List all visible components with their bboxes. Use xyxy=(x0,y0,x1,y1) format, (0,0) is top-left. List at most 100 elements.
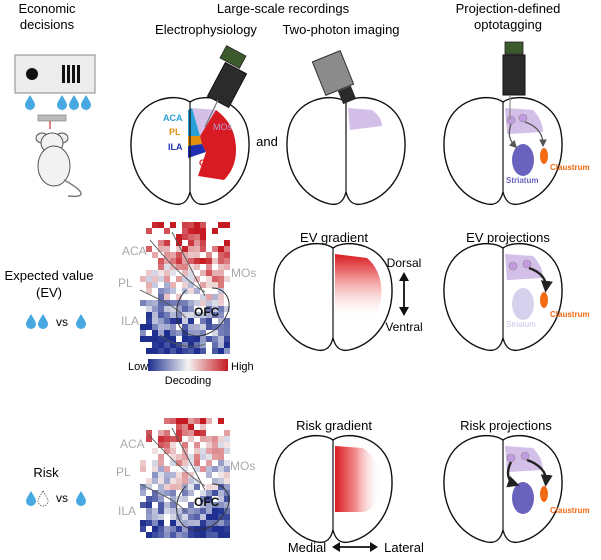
heatmap-cell xyxy=(170,418,176,424)
heatmap-cell xyxy=(188,306,194,312)
heatmap-cell xyxy=(158,324,164,330)
heatmap-cell xyxy=(164,436,170,442)
heatmap-cell xyxy=(158,532,164,538)
two-photon-objective xyxy=(311,50,357,105)
heatmap-cell xyxy=(206,270,212,276)
heatmap-cell xyxy=(194,484,200,490)
heatmap-cell xyxy=(158,258,164,264)
heatmap-cell xyxy=(152,300,158,306)
heatmap-cell xyxy=(194,508,200,514)
heatmap-cell xyxy=(200,424,206,430)
heatmap-cell xyxy=(158,508,164,514)
heatmap-cell xyxy=(176,514,182,520)
heatmap-cell xyxy=(200,336,206,342)
heatmap-cell xyxy=(170,490,176,496)
heatmap-cell xyxy=(170,520,176,526)
axis-ventral: Ventral xyxy=(385,320,422,334)
heatmap-cell xyxy=(158,222,164,228)
heatmap-cell xyxy=(206,258,212,264)
heatmap-cell xyxy=(194,312,200,318)
heatmap-cell xyxy=(170,526,176,532)
heatmap-cell xyxy=(170,288,176,294)
heatmap-cell xyxy=(188,424,194,430)
heatmap-cell xyxy=(188,418,194,424)
heatmap-cell xyxy=(224,496,230,502)
heatmap-cell xyxy=(188,490,194,496)
heatmap-cell xyxy=(140,460,146,466)
header-large-scale: Large-scale recordings xyxy=(217,1,350,16)
heatmap-cell xyxy=(218,330,224,336)
heatmap-cell xyxy=(164,270,170,276)
heatmap-cell xyxy=(152,312,158,318)
heatmap-cell xyxy=(176,436,182,442)
heatmap-cell xyxy=(152,472,158,478)
heatmap-cell xyxy=(182,514,188,520)
heatmap-cell xyxy=(200,348,206,354)
heatmap-cell xyxy=(212,436,218,442)
heatmap-cell xyxy=(158,472,164,478)
heatmap-cell xyxy=(212,294,218,300)
label-striatum-ev: Striatum xyxy=(506,320,536,329)
heatmap-cell xyxy=(182,460,188,466)
label-aca-ev: ACA xyxy=(122,244,147,258)
heatmap-cell xyxy=(224,448,230,454)
heatmap-cell xyxy=(170,472,176,478)
heatmap-cell xyxy=(218,264,224,270)
heatmap-cell xyxy=(200,502,206,508)
heatmap-cell xyxy=(218,312,224,318)
heatmap-cell xyxy=(146,318,152,324)
heatmap-cell xyxy=(194,324,200,330)
optotagging-probe xyxy=(502,41,526,120)
heatmap-cell xyxy=(212,532,218,538)
heatmap-cell xyxy=(212,526,218,532)
heatmap-cell xyxy=(152,496,158,502)
heatmap-cell xyxy=(182,342,188,348)
heatmap-cell xyxy=(164,484,170,490)
heatmap-cell xyxy=(194,514,200,520)
heatmap-cell xyxy=(218,436,224,442)
heatmap-cell xyxy=(164,240,170,246)
heatmap-cell xyxy=(158,514,164,520)
heatmap-cell xyxy=(200,330,206,336)
heatmap-cell xyxy=(176,478,182,484)
heatmap-cell xyxy=(176,306,182,312)
heatmap-cell xyxy=(218,276,224,282)
heatmap-cell xyxy=(158,436,164,442)
heatmap-cell xyxy=(158,460,164,466)
heatmap-cell xyxy=(188,532,194,538)
heatmap-cell xyxy=(146,282,152,288)
label-aca-risk: ACA xyxy=(120,437,145,451)
heatmap-cell xyxy=(200,508,206,514)
heatmap-cell xyxy=(212,228,218,234)
heatmap-cell xyxy=(164,324,170,330)
heatmap-cell xyxy=(146,228,152,234)
heatmap-cell xyxy=(188,270,194,276)
brain-risk-projections xyxy=(443,434,563,544)
electrophysiology-probe xyxy=(204,45,248,128)
heatmap-cell xyxy=(182,336,188,342)
heatmap-cell xyxy=(176,430,182,436)
heatmap-cell xyxy=(206,454,212,460)
heatmap-cell xyxy=(170,484,176,490)
heatmap-cell xyxy=(194,252,200,258)
heatmap-cell xyxy=(170,312,176,318)
heatmap-cell xyxy=(146,502,152,508)
heatmap-cell xyxy=(224,466,230,472)
heatmap-cell xyxy=(170,348,176,354)
heatmap-cell xyxy=(194,258,200,264)
heatmap-cell xyxy=(152,252,158,258)
brain-optotagging xyxy=(443,96,563,206)
heatmap-cell xyxy=(188,318,194,324)
heatmap-cell xyxy=(158,318,164,324)
heatmap-cell xyxy=(194,336,200,342)
heatmap-cell xyxy=(170,448,176,454)
heatmap-cell xyxy=(158,520,164,526)
heatmap-cell xyxy=(206,484,212,490)
heatmap-cell xyxy=(140,466,146,472)
heatmap-cell xyxy=(182,234,188,240)
label-ila: ILA xyxy=(168,142,183,152)
ev-projections-title: EV projections xyxy=(466,230,550,245)
heatmap-cell xyxy=(182,246,188,252)
heatmap-cell xyxy=(164,348,170,354)
heatmap-cell xyxy=(212,442,218,448)
